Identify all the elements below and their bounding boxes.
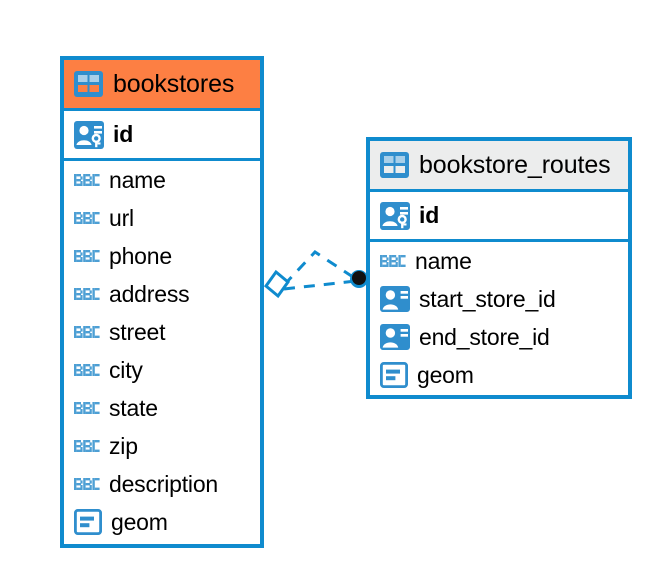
primary-key-icon (380, 201, 410, 230)
geometry-icon (379, 361, 409, 389)
field-label: end_store_id (419, 323, 550, 350)
entity-header-bookstores[interactable]: bookstores (64, 60, 260, 111)
field-label: zip (109, 432, 138, 459)
field-row-id[interactable]: id (370, 192, 628, 239)
entity-title: bookstores (113, 69, 235, 98)
abc-text-icon (74, 286, 100, 302)
abc-text-icon (74, 210, 100, 226)
field-row-geom[interactable]: geom (370, 356, 628, 394)
field-row-state[interactable]: state (64, 389, 260, 427)
relationship-line-upper (282, 250, 357, 287)
filled-circle-icon (352, 271, 366, 285)
field-row-name[interactable]: name (64, 161, 260, 199)
entity-header-bookstore-routes[interactable]: bookstore_routes (370, 141, 628, 192)
table-icon (74, 71, 103, 97)
field-row-city[interactable]: city (64, 351, 260, 389)
field-row-description[interactable]: description (64, 465, 260, 503)
abc-text-icon (74, 248, 100, 264)
primary-key-icon (74, 120, 104, 149)
field-row-name[interactable]: name (370, 242, 628, 280)
primary-key-block-bookstores: id (64, 111, 260, 161)
field-row-id[interactable]: id (64, 111, 260, 158)
field-row-url[interactable]: url (64, 199, 260, 237)
abc-text-icon (74, 324, 100, 340)
field-label: phone (109, 242, 172, 269)
field-block-bookstore-routes: name start_store_id (370, 242, 628, 394)
field-label: name (109, 166, 166, 193)
field-row-start-store-id[interactable]: start_store_id (370, 280, 628, 318)
field-row-zip[interactable]: zip (64, 427, 260, 465)
abc-text-icon (380, 253, 406, 269)
abc-text-icon (74, 400, 100, 416)
field-row-address[interactable]: address (64, 275, 260, 313)
table-icon (380, 152, 409, 178)
abc-text-icon (74, 172, 100, 188)
field-label: state (109, 394, 158, 421)
field-label: geom (111, 508, 168, 535)
entity-title: bookstore_routes (419, 150, 611, 179)
diamond-outline-icon (263, 269, 291, 299)
entity-table-bookstores[interactable]: bookstores id (60, 56, 264, 548)
field-label: description (109, 470, 219, 497)
field-row-end-store-id[interactable]: end_store_id (370, 318, 628, 356)
field-row-geom[interactable]: geom (64, 503, 260, 541)
field-label: geom (417, 361, 474, 388)
field-label: start_store_id (419, 285, 556, 312)
field-row-phone[interactable]: phone (64, 237, 260, 275)
abc-text-icon (74, 362, 100, 378)
primary-key-block-bookstore-routes: id (370, 192, 628, 242)
field-label: id (419, 202, 440, 228)
relationship-line-lower (283, 279, 357, 291)
abc-text-icon (74, 476, 100, 492)
field-label: name (415, 247, 472, 274)
field-label: street (109, 318, 166, 345)
field-label: url (109, 204, 134, 231)
entity-table-bookstore-routes[interactable]: bookstore_routes id (366, 137, 632, 399)
geometry-icon (73, 508, 103, 536)
field-label: address (109, 280, 190, 307)
field-label: id (113, 121, 134, 147)
foreign-key-icon (380, 324, 410, 350)
field-label: city (109, 356, 143, 383)
foreign-key-icon (380, 286, 410, 312)
field-row-street[interactable]: street (64, 313, 260, 351)
abc-text-icon (74, 438, 100, 454)
field-block-bookstores: name (64, 161, 260, 541)
